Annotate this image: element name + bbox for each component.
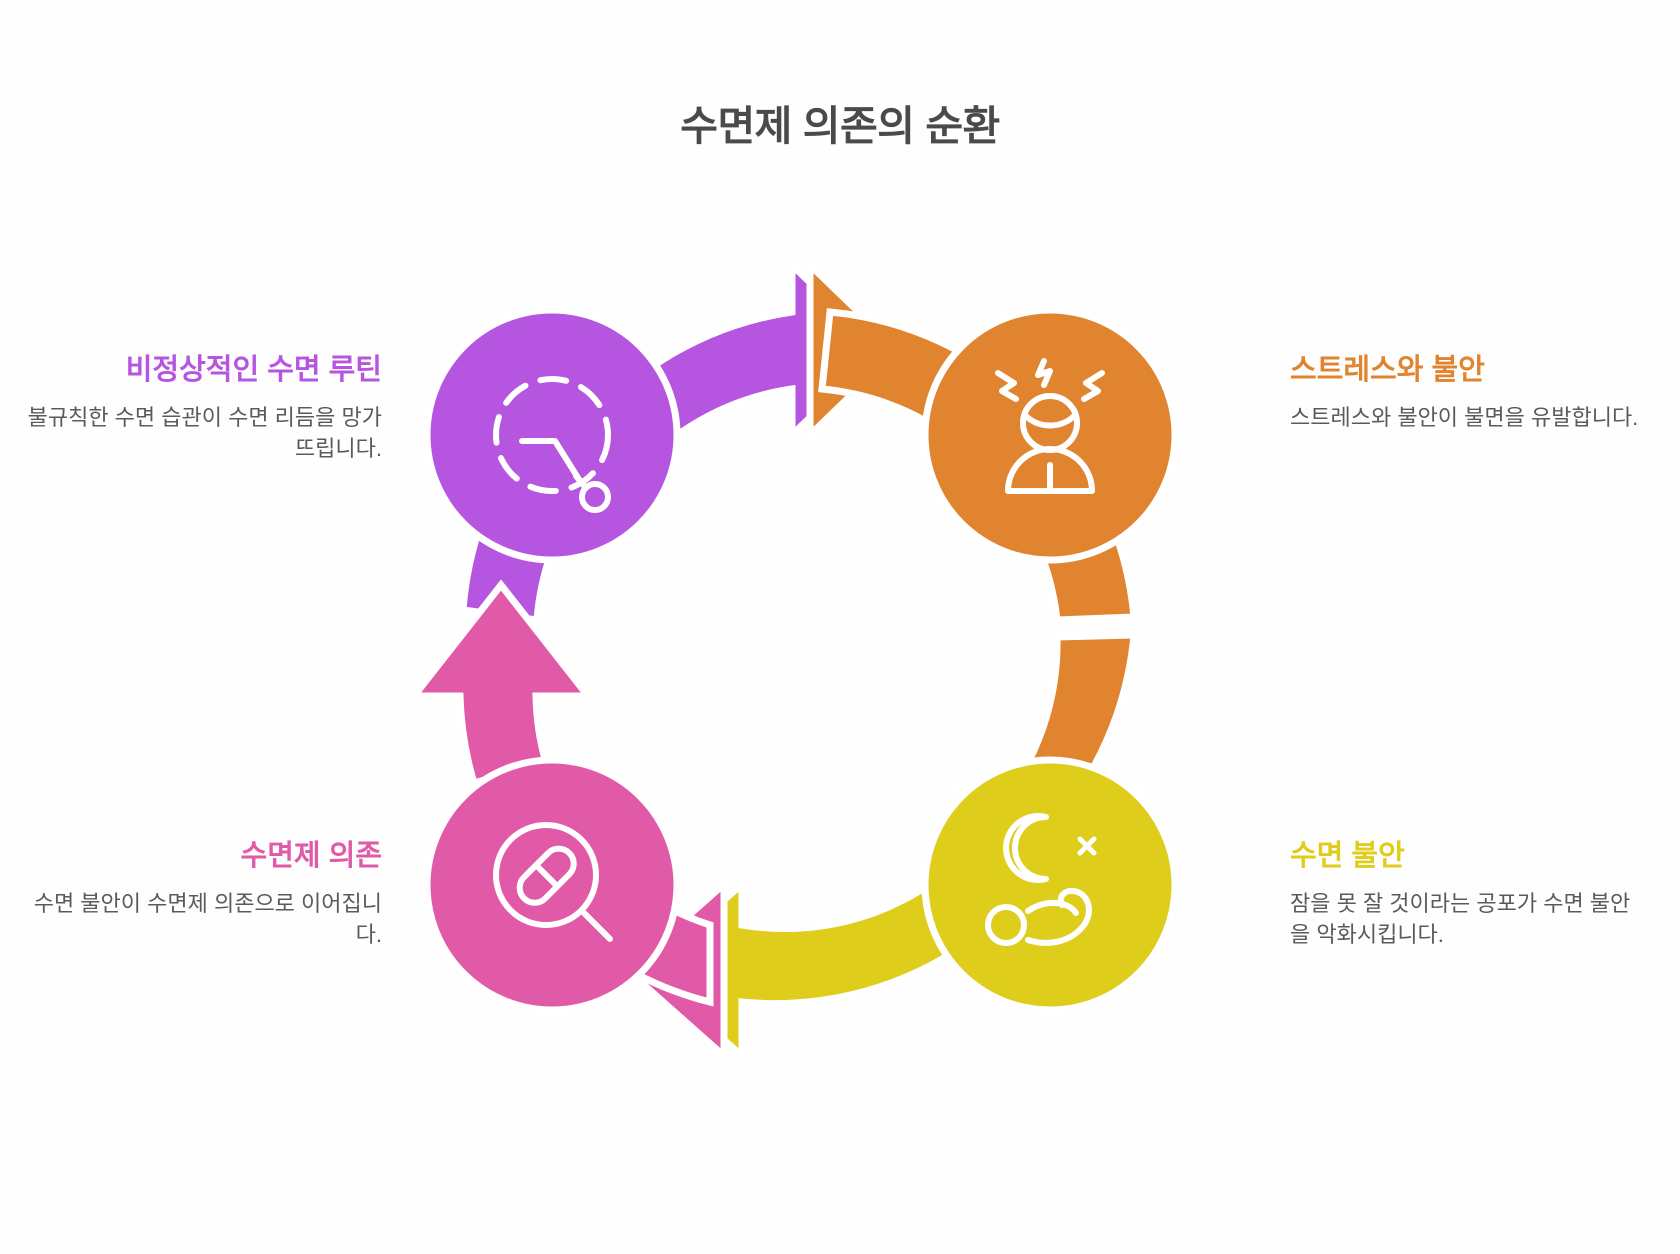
node-circle-stress-and-anxiety[interactable] [921, 306, 1179, 564]
moon-sleeping-person-icon [985, 813, 1097, 946]
node-description-stress-and-anxiety: 스트레스와 불안이 불면을 유발합니다. [1290, 405, 1639, 431]
label-block-sleep-anxiety: 수면 불안 잠을 못 잘 것이라는 공포가 수면 불안을 악화시킵니다. [1290, 838, 1650, 951]
node-title-sleeping-pill-dependence: 수면제 의존 [240, 840, 382, 872]
node-description-sleep-anxiety: 잠을 못 잘 것이라는 공포가 수면 불안을 악화시킵니다. [1290, 891, 1631, 948]
node-circle-abnormal-sleep-routine[interactable] [423, 306, 681, 564]
node-circle-sleep-anxiety[interactable] [921, 756, 1179, 1014]
label-block-stress-and-anxiety: 스트레스와 불안 스트레스와 불안이 불면을 유발합니다. [1290, 352, 1650, 433]
node-description-sleeping-pill-dependence: 수면 불안이 수면제 의존으로 이어집니다. [33, 891, 382, 948]
cycle-diagram [406, 256, 1179, 1064]
label-block-sleeping-pill-dependence: 수면제 의존 수면 불안이 수면제 의존으로 이어집니다. [22, 838, 382, 951]
label-block-abnormal-sleep-routine: 비정상적인 수면 루틴 불규칙한 수면 습관이 수면 리듬을 망가뜨립니다. [22, 352, 382, 465]
stressed-person-icon [995, 358, 1105, 494]
node-description-abnormal-sleep-routine: 불규칙한 수면 습관이 수면 리듬을 망가뜨립니다. [27, 405, 382, 462]
node-title-sleep-anxiety: 수면 불안 [1290, 840, 1405, 872]
pill-magnifier-icon [493, 822, 613, 942]
clock-icon [493, 376, 611, 513]
node-circle-sleeping-pill-dependence[interactable] [423, 756, 681, 1014]
node-title-abnormal-sleep-routine: 비정상적인 수면 루틴 [125, 354, 382, 386]
node-title-stress-and-anxiety: 스트레스와 불안 [1290, 354, 1485, 386]
page-title: 수면제 의존의 순환 [680, 103, 1000, 149]
